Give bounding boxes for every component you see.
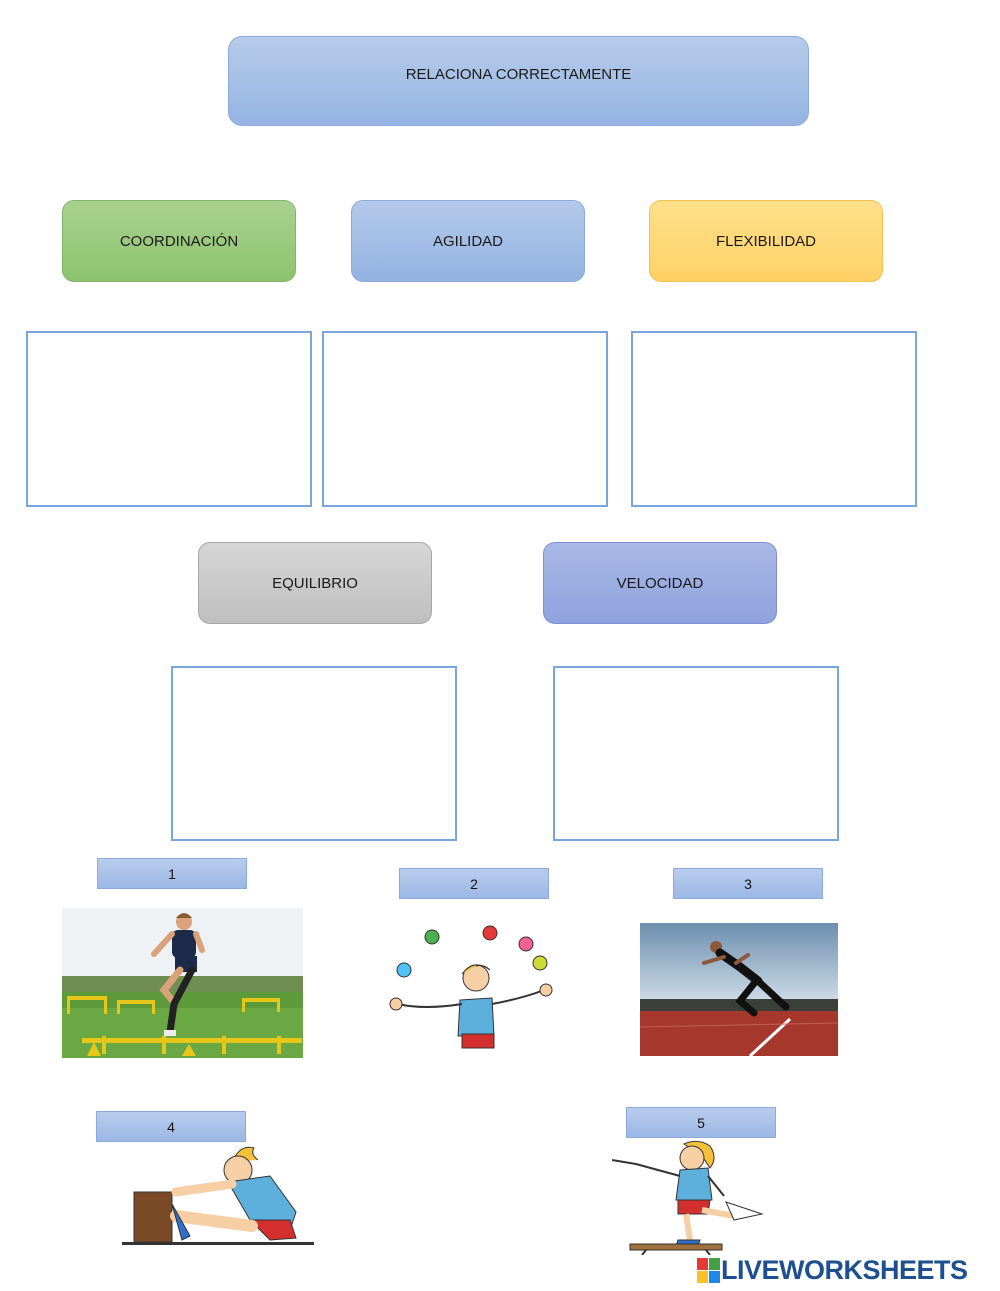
juggling-boy-icon (389, 925, 553, 1049)
category-equilibrio: EQUILIBRIO (198, 542, 432, 624)
drop-zone-flexibilidad[interactable] (631, 331, 917, 507)
category-coordinacion-label: COORDINACIÓN (119, 232, 239, 250)
image-5-balance-girl[interactable] (606, 1140, 766, 1255)
liveworksheets-logo-icon (697, 1257, 720, 1283)
number-tag-2: 2 (399, 868, 549, 899)
category-flexibilidad-label: FLEXIBILIDAD (715, 232, 817, 250)
number-tag-5: 5 (626, 1107, 776, 1138)
category-flexibilidad: FLEXIBILIDAD (649, 200, 883, 282)
drop-zone-coordinacion[interactable] (26, 331, 312, 507)
image-1-agility-drill[interactable] (62, 908, 303, 1058)
image-4-stretching-boy[interactable] (120, 1140, 316, 1248)
number-tag-1-text: 1 (168, 865, 176, 882)
sprinter-photo-icon (640, 923, 838, 1056)
page-title: RELACIONA CORRECTAMENTE (228, 36, 809, 126)
category-velocidad: VELOCIDAD (543, 542, 777, 624)
stretching-boy-icon (122, 1146, 314, 1245)
balance-girl-icon (611, 1140, 764, 1255)
drop-zone-agilidad[interactable] (322, 331, 608, 507)
drop-zone-velocidad[interactable] (553, 666, 839, 841)
category-velocidad-label: VELOCIDAD (616, 574, 704, 592)
category-coordinacion: COORDINACIÓN (62, 200, 296, 282)
category-agilidad: AGILIDAD (351, 200, 585, 282)
category-agilidad-label: AGILIDAD (432, 232, 504, 250)
drop-zone-equilibrio[interactable] (171, 666, 457, 841)
number-tag-3: 3 (673, 868, 823, 899)
number-tag-4-text: 4 (167, 1118, 175, 1135)
category-equilibrio-label: EQUILIBRIO (272, 574, 358, 592)
agility-drill-photo-icon (62, 908, 303, 1058)
image-3-sprinter[interactable] (640, 923, 838, 1056)
number-tag-1: 1 (97, 858, 247, 889)
image-2-juggling-boy[interactable] (384, 924, 556, 1052)
page-title-text: RELACIONA CORRECTAMENTE (405, 65, 632, 83)
number-tag-4: 4 (96, 1111, 246, 1142)
number-tag-2-text: 2 (470, 875, 478, 892)
number-tag-3-text: 3 (744, 875, 752, 892)
number-tag-5-text: 5 (697, 1114, 705, 1131)
liveworksheets-brand-text: LIVEWORKSHEETS (721, 1255, 968, 1285)
liveworksheets-brand: LIVEWORKSHEETS (697, 1255, 968, 1286)
